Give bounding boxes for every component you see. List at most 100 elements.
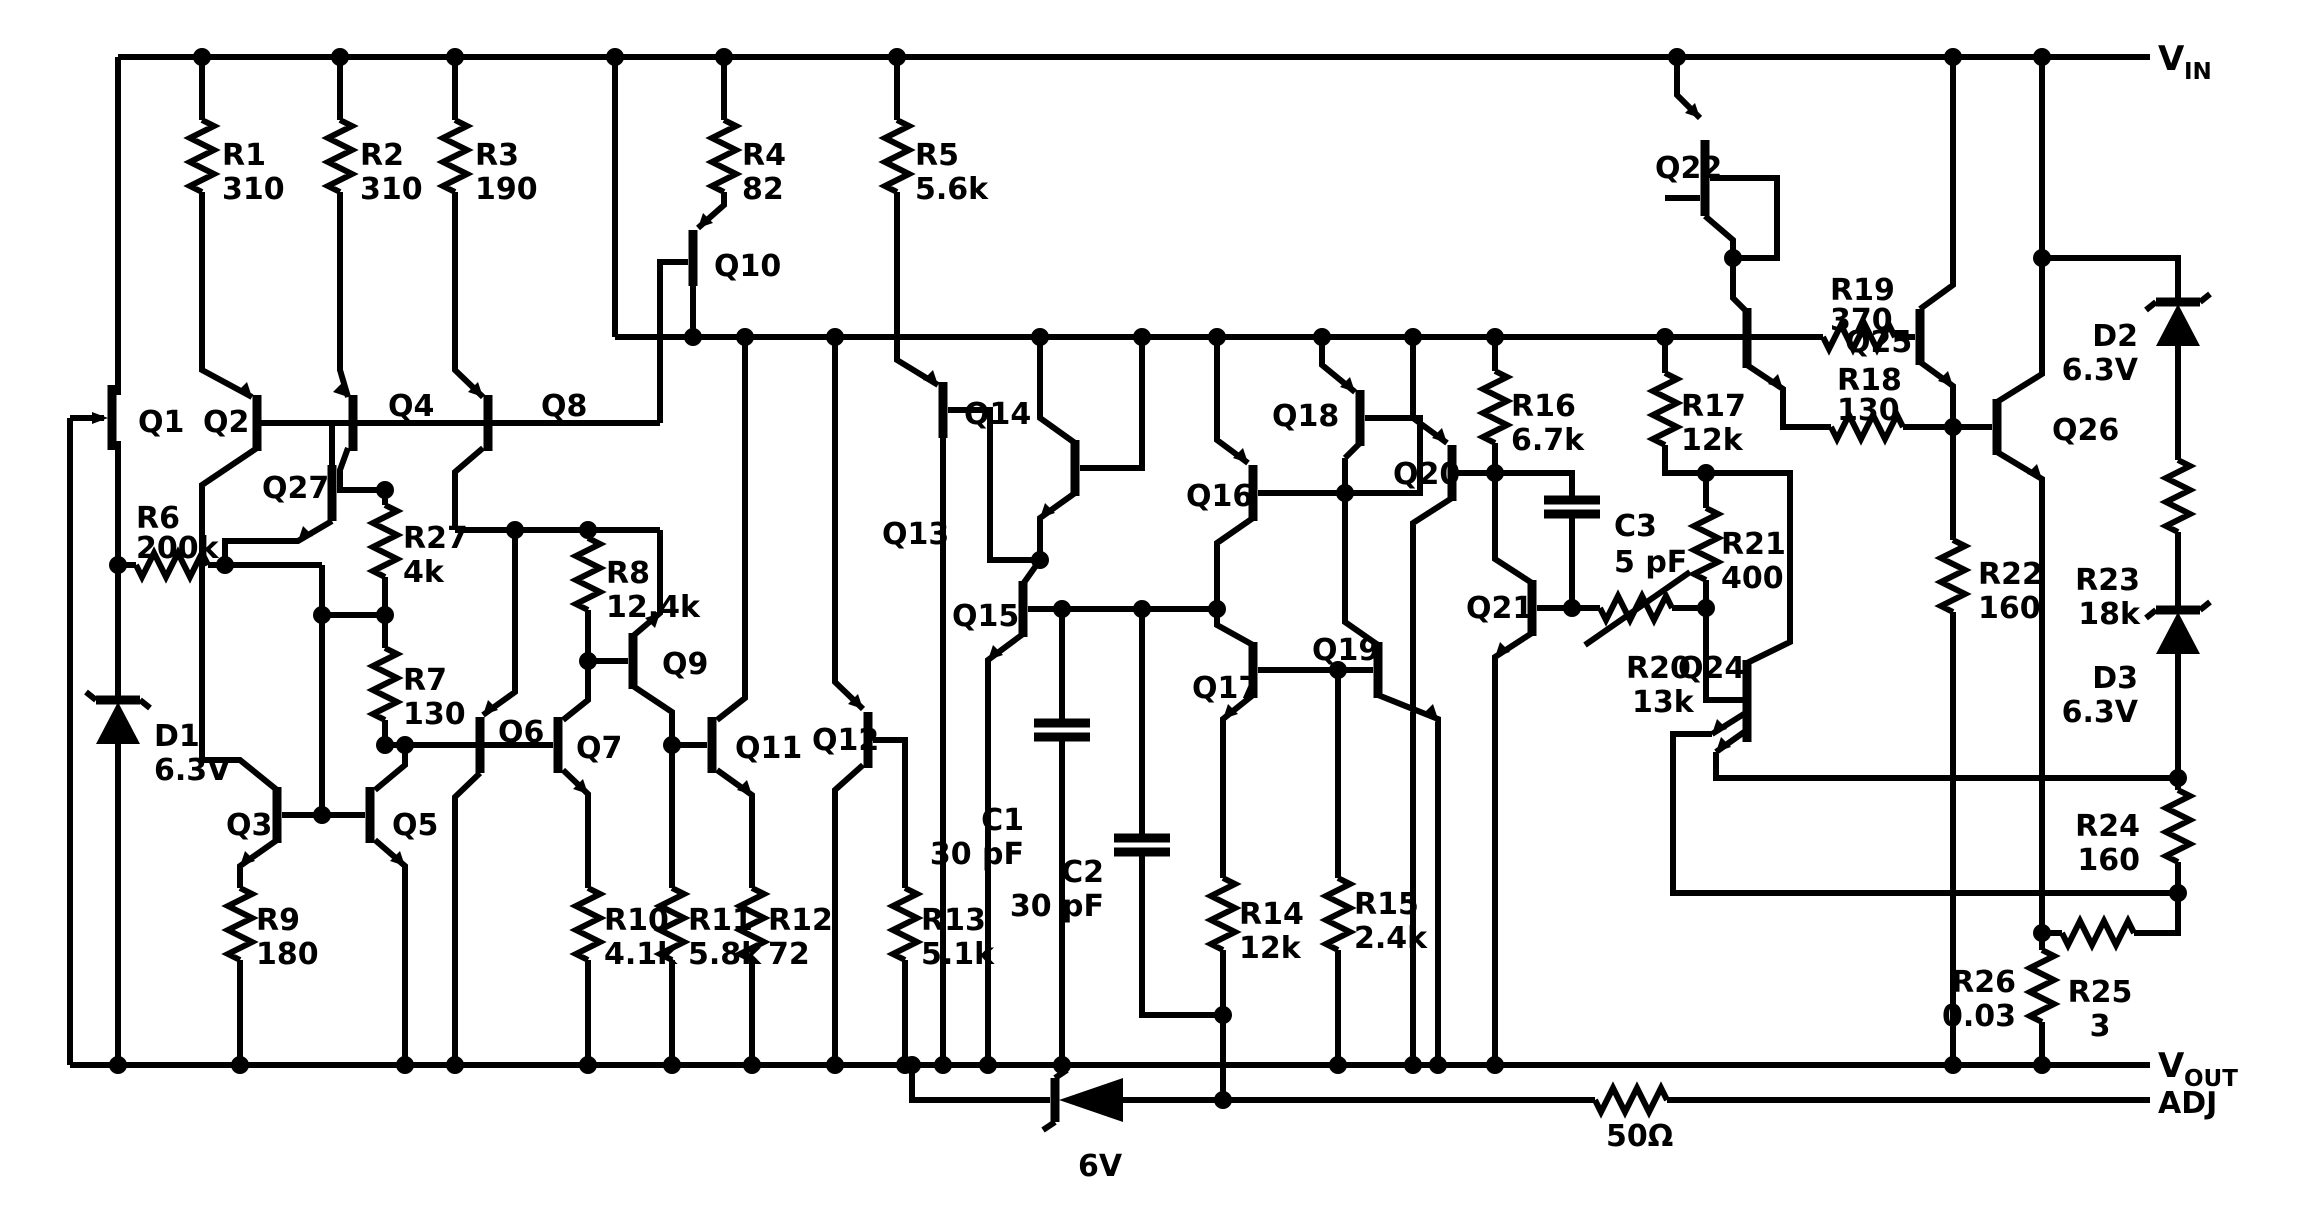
label-r1-ref: R1 <box>222 138 266 173</box>
label-r23-value: 18k <box>2078 597 2141 632</box>
label-r25-ref: R25 <box>2068 975 2133 1010</box>
label-r10-ref: R10 <box>604 903 669 938</box>
label-r10-value: 4.1k <box>604 937 678 972</box>
label-r4-ref: R4 <box>742 138 786 173</box>
label-q24: Q24 <box>1678 651 1745 686</box>
label-c3-ref: C3 <box>1614 509 1657 544</box>
label-r18-value: 130 <box>1837 393 1900 428</box>
label-r18-ref: R18 <box>1837 363 1902 398</box>
label-q17: Q17 <box>1192 671 1259 706</box>
label-r16-ref: R16 <box>1511 389 1576 424</box>
label-c2-ref: C2 <box>1061 855 1104 890</box>
label-r11-value: 5.8k <box>688 937 762 972</box>
label-r7-ref: R7 <box>403 663 447 698</box>
label-q16: Q16 <box>1186 479 1253 514</box>
label-r12-value: 72 <box>768 937 810 972</box>
label-q27: Q27 <box>262 471 329 506</box>
wire-net <box>67 54 2212 1133</box>
label-r9-ref: R9 <box>256 903 300 938</box>
label-r3-value: 190 <box>475 172 538 207</box>
label-r2-ref: R2 <box>360 138 404 173</box>
label-q2: Q2 <box>203 405 249 440</box>
label-adj-resistor-value: 50Ω <box>1606 1119 1673 1154</box>
label-r8-value: 12.4k <box>606 590 701 625</box>
label-r3-ref: R3 <box>475 138 519 173</box>
label-q22: Q22 <box>1655 151 1722 186</box>
label-r19-value: 370 <box>1830 303 1893 338</box>
label-c1-value: 30 pF <box>930 837 1024 872</box>
label-r25-value: 3 <box>2090 1009 2111 1044</box>
label-r6-ref: R6 <box>136 501 180 536</box>
label-d1-ref: D1 <box>154 719 200 754</box>
label-r4-value: 82 <box>742 172 784 207</box>
label-r26-value: 0.03 <box>1942 999 2016 1034</box>
label-r24-ref: R24 <box>2075 809 2140 844</box>
label-r1-value: 310 <box>222 172 285 207</box>
label-q7: Q7 <box>576 731 622 766</box>
label-r14-value: 12k <box>1239 931 1302 966</box>
label-d1-value: 6.3V <box>154 753 231 788</box>
label-r13-value: 5.1k <box>921 937 995 972</box>
label-r23-ref: R23 <box>2075 563 2140 598</box>
label-r6-value: 200k <box>136 531 220 566</box>
terminal-vout-sub: OUT <box>2184 1066 2238 1092</box>
label-r27-value: 4k <box>403 555 445 590</box>
label-r20-value: 13k <box>1632 685 1695 720</box>
label-r15-ref: R15 <box>1354 887 1419 922</box>
label-d3-ref: D3 <box>2092 661 2138 696</box>
label-q9: Q9 <box>662 647 708 682</box>
label-r20-ref: R20 <box>1626 651 1691 686</box>
label-r27-ref: R27 <box>403 521 468 556</box>
label-d2-value: 6.3V <box>2062 353 2139 388</box>
label-r16-value: 6.7k <box>1511 423 1585 458</box>
label-r8-ref: R8 <box>606 556 650 591</box>
label-q26: Q26 <box>2052 413 2119 448</box>
label-q6: Q6 <box>498 715 544 750</box>
label-r5-value: 5.6k <box>915 172 989 207</box>
label-r17-ref: R17 <box>1681 389 1746 424</box>
label-q21: Q21 <box>1466 591 1533 626</box>
label-r17-value: 12k <box>1681 423 1744 458</box>
terminal-vin-sub: IN <box>2184 59 2212 85</box>
label-q14: Q14 <box>964 397 1031 432</box>
label-r19-ref: R19 <box>1830 273 1895 308</box>
terminal-adj-label: ADJ <box>2158 1086 2217 1121</box>
label-r24-value: 160 <box>2077 843 2140 878</box>
label-q5: Q5 <box>392 808 438 843</box>
label-q1: Q1 <box>138 405 184 440</box>
label-r26-ref: R26 <box>1951 965 2016 1000</box>
label-q18: Q18 <box>1272 399 1339 434</box>
label-q10: Q10 <box>714 249 781 284</box>
label-c3-value: 5 pF <box>1614 545 1687 580</box>
label-q19: Q19 <box>1312 633 1379 668</box>
label-r13-ref: R13 <box>921 903 986 938</box>
label-q4: Q4 <box>388 389 434 424</box>
label-r21-value: 400 <box>1721 561 1784 596</box>
component-bodies <box>96 140 2200 1122</box>
label-d3-value: 6.3V <box>2062 695 2139 730</box>
label-c2-value: 30 pF <box>1010 889 1104 924</box>
label-q13: Q13 <box>882 517 949 552</box>
label-r11-ref: R11 <box>688 903 753 938</box>
label-q8: Q8 <box>541 389 587 424</box>
label-q3: Q3 <box>226 808 272 843</box>
label-q12: Q12 <box>812 723 879 758</box>
terminal-vout-label: V <box>2158 1046 2185 1086</box>
label-c1-ref: C1 <box>981 803 1024 838</box>
label-d2-ref: D2 <box>2092 319 2138 354</box>
label-q11: Q11 <box>735 731 802 766</box>
label-q20: Q20 <box>1393 457 1460 492</box>
label-q25: Q25 <box>1845 325 1912 360</box>
label-r22-ref: R22 <box>1978 557 2043 592</box>
label-q15: Q15 <box>952 599 1019 634</box>
terminal-vin-label: V <box>2158 39 2185 79</box>
label-r9-value: 180 <box>256 937 319 972</box>
label-r22-value: 160 <box>1978 591 2041 626</box>
label-r21-ref: R21 <box>1721 527 1786 562</box>
label-r7-value: 130 <box>403 697 466 732</box>
label-r15-value: 2.4k <box>1354 921 1428 956</box>
label-r5-ref: R5 <box>915 138 959 173</box>
label-r14-ref: R14 <box>1239 897 1304 932</box>
